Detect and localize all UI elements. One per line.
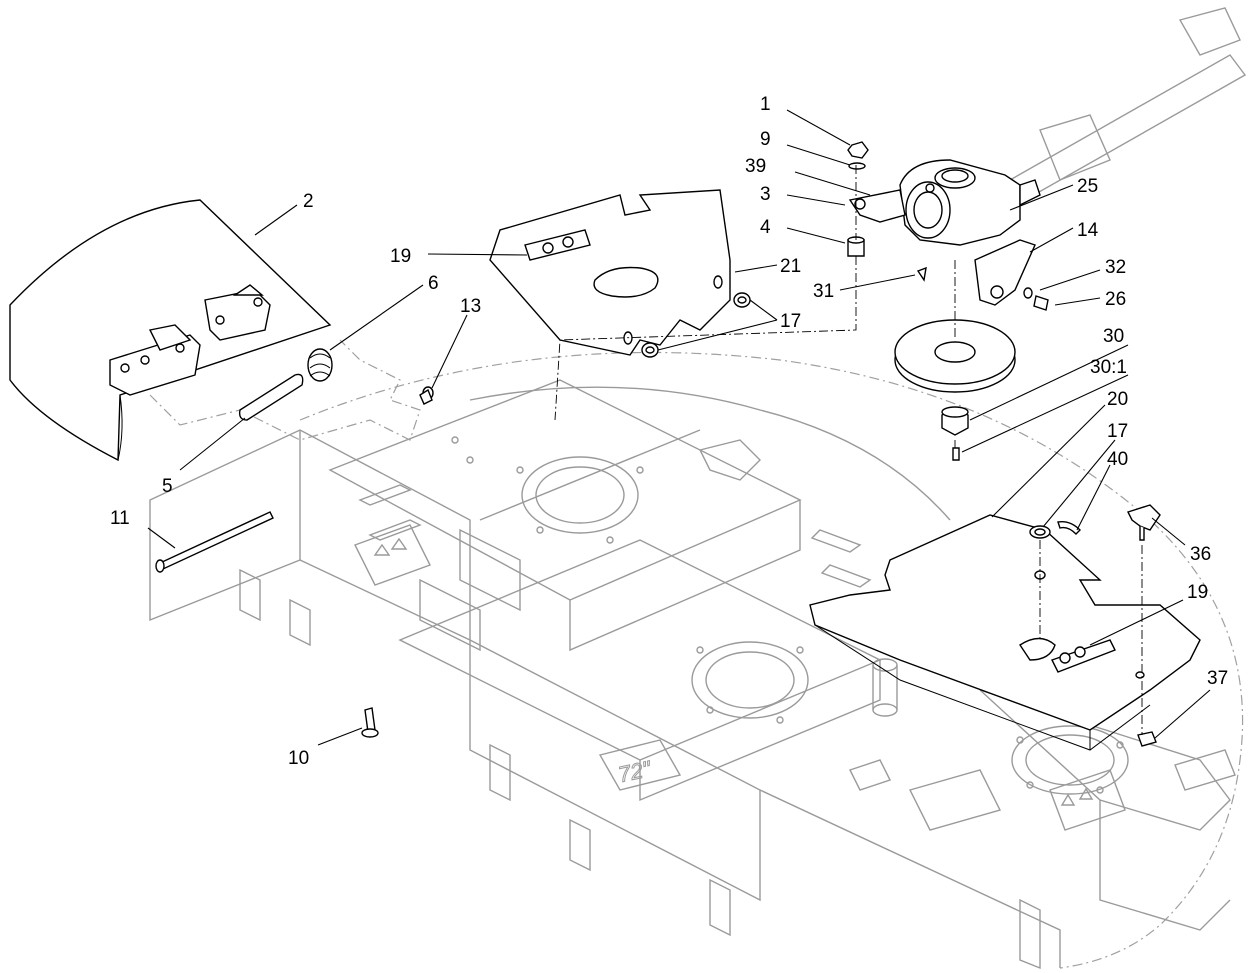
callout-17-rear: 17 — [1107, 421, 1128, 442]
callout-4: 4 — [760, 217, 771, 238]
callout-9: 9 — [760, 129, 771, 150]
callout-36: 36 — [1190, 544, 1211, 565]
callout-25: 25 — [1077, 176, 1098, 197]
callout-17-front: 17 — [780, 311, 801, 332]
callout-26: 26 — [1105, 289, 1126, 310]
callout-leaders — [147, 109, 1211, 746]
callout-13: 13 — [460, 296, 481, 317]
callout-10: 10 — [288, 748, 309, 769]
callout-30-1: 30:1 — [1090, 357, 1127, 378]
callout-32: 32 — [1105, 257, 1126, 278]
callout-11: 11 — [110, 508, 130, 529]
callout-19-front: 19 — [390, 246, 411, 267]
callout-labels: 1 9 39 3 4 25 14 19 21 31 32 26 17 2 6 1… — [110, 94, 1228, 769]
gearbox-assembly — [554, 7, 1247, 461]
callout-14: 14 — [1077, 220, 1099, 241]
callout-31: 31 — [813, 281, 834, 302]
callout-30: 30 — [1103, 326, 1124, 347]
callout-2: 2 — [303, 191, 314, 212]
belt-cover-front — [489, 189, 751, 358]
callout-40: 40 — [1107, 449, 1128, 470]
callout-39: 39 — [745, 156, 766, 177]
belt-cover-rear — [361, 386, 1201, 751]
deflector-assembly — [9, 199, 421, 573]
callout-19-rear: 19 — [1187, 582, 1208, 603]
callout-3: 3 — [760, 184, 771, 205]
callout-20: 20 — [1107, 389, 1128, 410]
callout-6: 6 — [428, 273, 439, 294]
callout-5: 5 — [162, 476, 173, 497]
callout-21: 21 — [780, 256, 801, 277]
callout-37: 37 — [1207, 668, 1228, 689]
mower-deck: 72" — [149, 351, 1244, 970]
callout-1: 1 — [760, 94, 771, 115]
